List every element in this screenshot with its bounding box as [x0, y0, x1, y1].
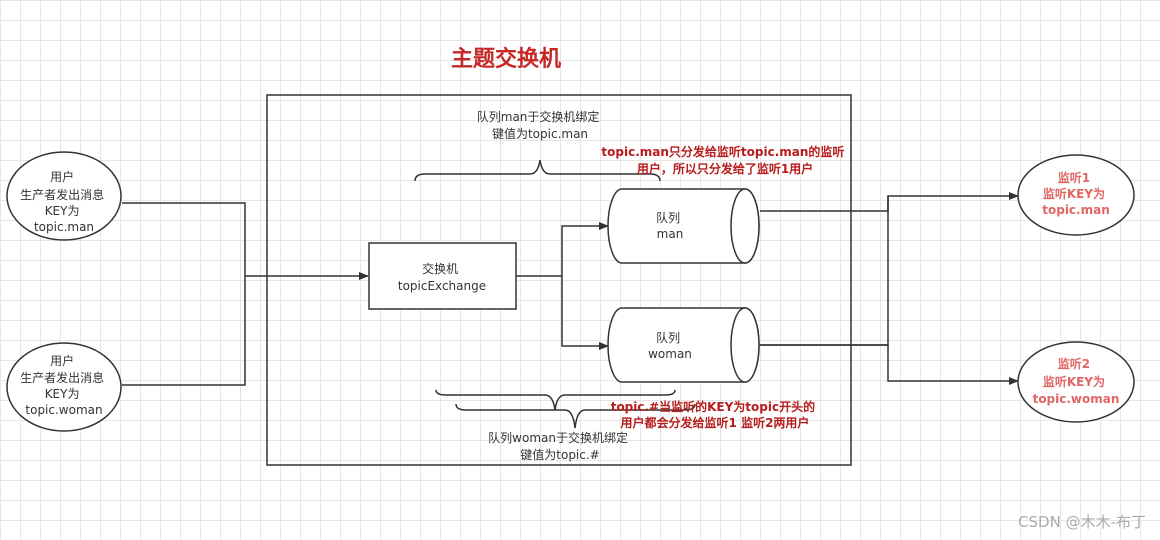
queue-woman-to-listener2-arrow	[760, 344, 1019, 385]
queue-man-label: 队列 man	[656, 210, 684, 241]
producer-woman-label: 用户 生产者发出消息 KEY为 topic.woman	[20, 353, 108, 417]
queue-man-to-listener1-arrow	[760, 192, 1019, 212]
binding-man-label: 队列man于交换机绑定 键值为topic.man	[477, 109, 603, 141]
queue-woman-to-listener1-arrow	[760, 196, 889, 346]
diagram-title: 主题交换机	[451, 46, 561, 72]
exchange-to-queue-woman-arrow	[561, 276, 609, 350]
queue-woman-label: 队列 woman	[648, 330, 692, 361]
exchange-to-queue-man-arrow	[516, 222, 609, 277]
producer-man-label: 用户 生产者发出消息 KEY为 topic.man	[20, 169, 108, 234]
exchange-container	[266, 94, 852, 466]
binding-woman-brace-lower	[455, 403, 696, 429]
producer-woman-node	[6, 342, 122, 432]
exchange-label: 交换机 topicExchange	[398, 261, 486, 293]
binding-man-brace	[414, 159, 661, 182]
listener2-node	[1017, 341, 1135, 423]
producer-man-node	[6, 151, 122, 241]
watermark-text: CSDN @木木-布丁	[1018, 513, 1146, 531]
connector-lines	[122, 192, 1019, 386]
producer-woman-connector	[122, 276, 246, 386]
exchange-node	[368, 242, 517, 310]
listener1-label: 监听1 监听KEY为 topic.man	[1042, 170, 1110, 217]
listener2-label: 监听2 监听KEY为 topic.woman	[1033, 356, 1120, 406]
queue-man-node	[607, 188, 760, 264]
note-man-label: topic.man只分发给监听topic.man的监听 用户，所以只分发给了监听…	[601, 144, 848, 176]
listener1-node	[1017, 154, 1135, 236]
note-woman-label: topic.#当监听的KEY为topic开头的 用户都会分发给监听1 监听2两用…	[611, 399, 820, 430]
binding-woman-label: 队列woman于交换机绑定 键值为topic.#	[488, 430, 632, 462]
queue-woman-node	[607, 307, 760, 383]
producer-man-connector	[122, 202, 246, 276]
